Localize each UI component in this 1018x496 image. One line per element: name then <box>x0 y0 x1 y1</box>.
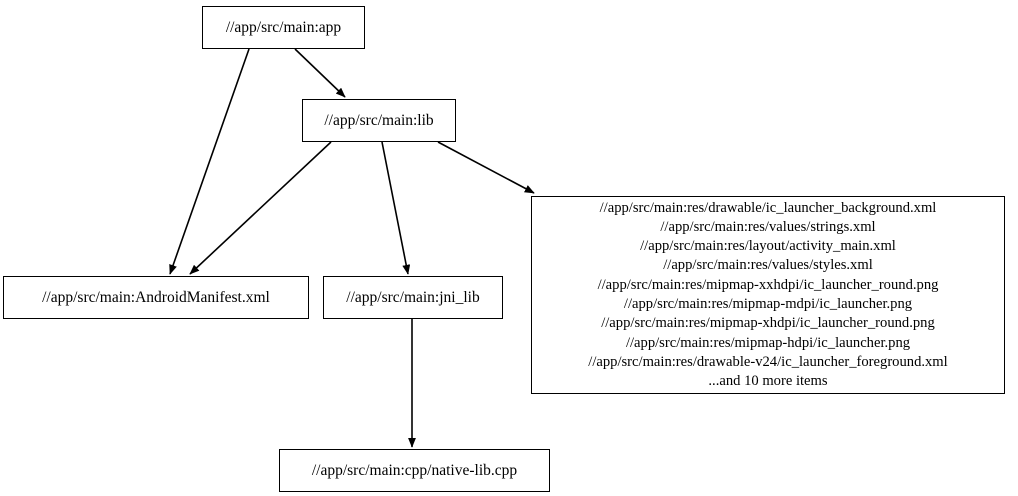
node-jni-lib[interactable]: //app/src/main:jni_lib <box>323 276 503 319</box>
node-res-bundle-label: //app/src/main:res/drawable/ic_launcher_… <box>588 199 948 390</box>
node-android-manifest[interactable]: //app/src/main:AndroidManifest.xml <box>3 276 309 319</box>
node-app[interactable]: //app/src/main:app <box>202 6 365 49</box>
node-jni-lib-label: //app/src/main:jni_lib <box>346 288 480 306</box>
node-lib-label: //app/src/main:lib <box>324 111 434 129</box>
node-lib[interactable]: //app/src/main:lib <box>302 99 456 142</box>
edge-app-to-manifest <box>169 48 250 275</box>
edge-lib-to-res <box>437 141 535 194</box>
edge-lib-to-jnilib <box>381 141 411 275</box>
node-native-lib-cpp[interactable]: //app/src/main:cpp/native-lib.cpp <box>279 449 550 492</box>
node-android-manifest-label: //app/src/main:AndroidManifest.xml <box>42 288 270 306</box>
edge-app-to-lib <box>294 48 346 98</box>
node-app-label: //app/src/main:app <box>225 18 342 36</box>
node-res-bundle[interactable]: //app/src/main:res/drawable/ic_launcher_… <box>531 196 1005 394</box>
edge-lib-to-manifest <box>189 141 332 275</box>
node-native-lib-cpp-label: //app/src/main:cpp/native-lib.cpp <box>311 461 518 479</box>
